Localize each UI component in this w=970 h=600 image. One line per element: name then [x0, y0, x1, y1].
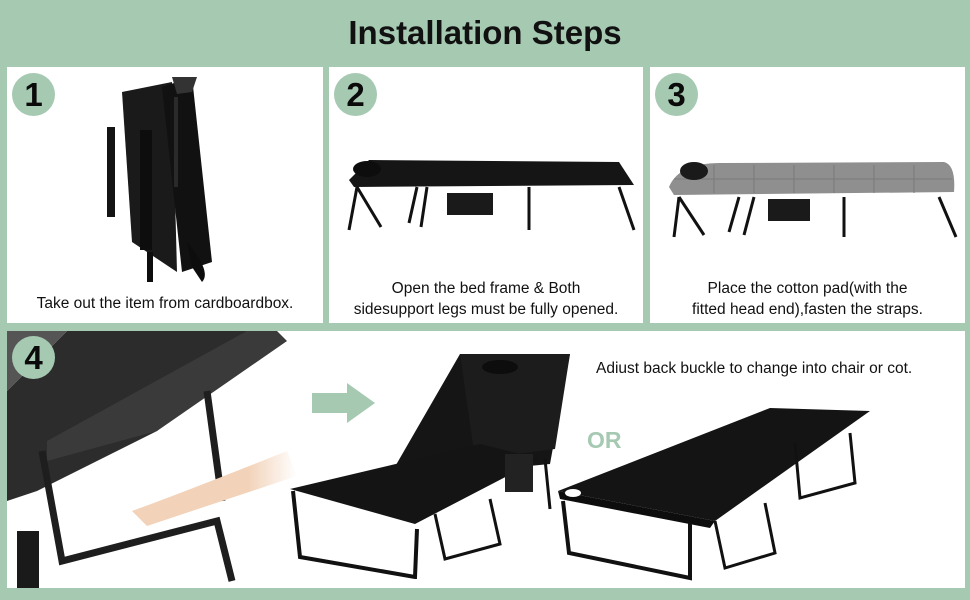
step-2-badge: 2: [334, 73, 377, 116]
step-1-panel: 1 Take out the item from cardboardbox.: [7, 67, 323, 323]
step-3-panel: 3 Place the cotton pad(with the fitted h…: [650, 67, 965, 323]
step-3-caption-line2: fitted head end),fasten the straps.: [692, 301, 923, 318]
step-3-badge: 3: [655, 73, 698, 116]
page-title: Installation Steps: [348, 14, 622, 51]
lounge-chair-image: [290, 354, 570, 579]
step-2-panel: 2 Open the bed frame & Both sidesupport …: [329, 67, 643, 323]
step-4-panel: 4 Adiust back buckle to change into chai…: [7, 331, 965, 588]
step-1-badge: 1: [12, 73, 55, 116]
cot-with-pad-image: [669, 162, 958, 238]
step-2-caption-line1: Open the bed frame & Both: [391, 280, 581, 297]
step-2-caption: Open the bed frame & Both sidesupport le…: [329, 278, 643, 320]
step-1-caption: Take out the item from cardboardbox.: [36, 295, 294, 312]
step-3-caption-line1: Place the cotton pad(with the: [707, 280, 908, 297]
flat-cot-image: [558, 408, 870, 581]
or-label: OR: [587, 427, 622, 453]
step-4-badge: 4: [12, 336, 55, 379]
arrow-right-icon: [312, 383, 375, 423]
hand-adjusting-buckle-image: [7, 331, 297, 588]
step-2-caption-line2: sidesupport legs must be fully opened.: [353, 301, 619, 318]
folded-cot-image: [107, 77, 212, 282]
step-3-caption: Place the cotton pad(with the fitted hea…: [650, 278, 965, 320]
step-4-note: Adiust back buckle to change into chair …: [596, 360, 913, 377]
open-cot-frame-image: [347, 160, 636, 231]
